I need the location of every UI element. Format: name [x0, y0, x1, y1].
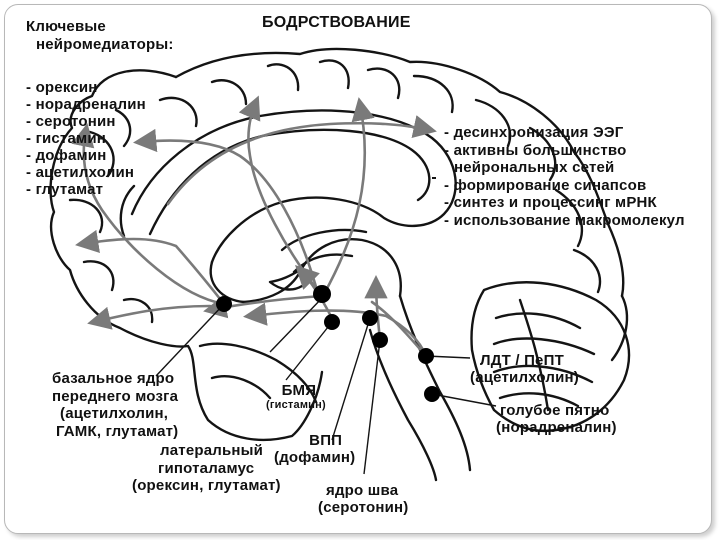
- effect-item: - десинхронизация ЭЭГ: [444, 124, 624, 141]
- key-neuro-item: - норадреналин: [26, 96, 146, 113]
- effect-item: - использование макромолекул: [444, 211, 685, 229]
- key-neuro-heading: Ключевые нейромедиаторы:: [26, 18, 174, 53]
- diagram-title: БОДРСТВОВАНИЕ: [262, 14, 411, 31]
- effect-item: - синтез и процессинг мРНК: [444, 194, 657, 211]
- label-basal-forebrain: базальное ядро переднего мозга (ацетилхо…: [52, 370, 179, 440]
- key-neuro-item: - дофамин: [26, 147, 107, 164]
- nucleus-vpp: [362, 310, 378, 326]
- effect-item: - активны большинство: [444, 141, 627, 159]
- nucleus-ldt: [418, 348, 434, 364]
- key-neuro-item: - гистамин: [26, 130, 107, 147]
- label-ldt-pept: ЛДТ / ПеПТ (ацетилхолин): [470, 352, 579, 386]
- label-bmya: БМЯ (гистамин): [266, 382, 326, 411]
- effect-item: нейрональных сетей: [454, 159, 615, 176]
- nucleus-lateral-hypothalamus: [313, 285, 331, 303]
- label-lateral-hypothalamus: латеральный гипоталамус (орексин, глутам…: [132, 442, 281, 494]
- label-vpp: ВПП (дофамин): [274, 432, 356, 466]
- wake-effects-list: - десинхронизация ЭЭГ - активны большинс…: [444, 124, 685, 229]
- brain-outline: [49, 47, 631, 482]
- nucleus-raphe: [372, 332, 388, 348]
- key-neuro-item: - орексин: [26, 79, 98, 96]
- key-neuro-list: - орексин - норадреналин - серотонин - г…: [26, 79, 146, 198]
- label-leader-lines: [155, 295, 497, 475]
- effect-item: - формирование синапсов: [444, 176, 647, 194]
- key-neuro-item: - серотонин: [26, 113, 116, 130]
- slide-frame: [4, 4, 712, 534]
- label-locus-coeruleus: голубое пятно (норадреналин): [496, 402, 617, 436]
- key-neuro-item: - глутамат: [26, 181, 104, 198]
- label-raphe: ядро шва (серотонин): [318, 482, 409, 516]
- nucleus-basal-forebrain: [216, 296, 232, 312]
- nucleus-bmya: [324, 314, 340, 330]
- nucleus-locus-coeruleus: [424, 386, 440, 402]
- key-neuro-item: - ацетилхолин: [26, 164, 135, 181]
- nuclei-markers: [216, 285, 440, 402]
